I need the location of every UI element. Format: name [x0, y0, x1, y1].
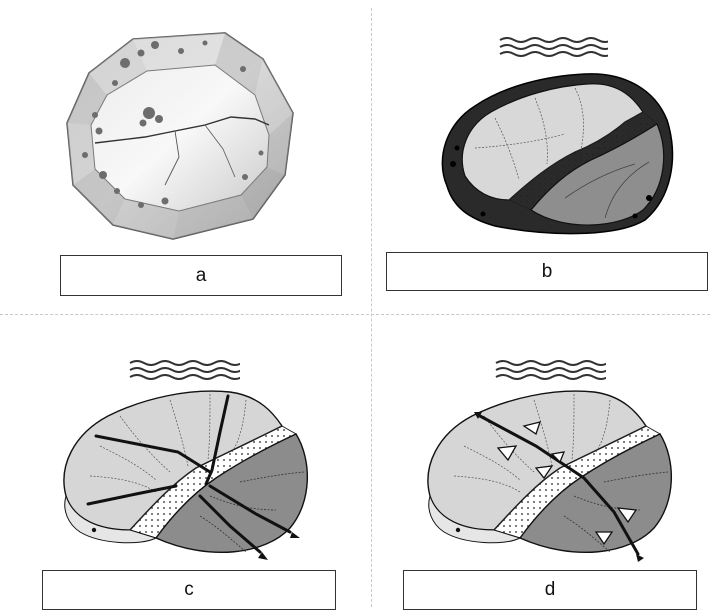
label-a-text: a: [196, 265, 207, 287]
crystal-illustration: [55, 25, 305, 250]
cracked-pebble-illustration: [60, 386, 320, 564]
water-waves-icon-d: [494, 358, 606, 386]
water-waves-icon-c: [128, 358, 240, 386]
label-d-text: d: [545, 579, 556, 601]
label-c-text: c: [184, 579, 194, 601]
horizontal-divider: [0, 314, 710, 315]
vertical-divider: [371, 8, 372, 607]
fragmenting-pebble-illustration: [424, 386, 688, 564]
label-a: a: [60, 255, 342, 296]
label-c: c: [42, 570, 336, 610]
label-b-text: b: [542, 261, 553, 283]
weathered-rock-illustration: [435, 68, 675, 238]
label-b: b: [386, 252, 708, 291]
water-waves-icon-b: [498, 35, 608, 63]
label-d: d: [403, 570, 697, 610]
